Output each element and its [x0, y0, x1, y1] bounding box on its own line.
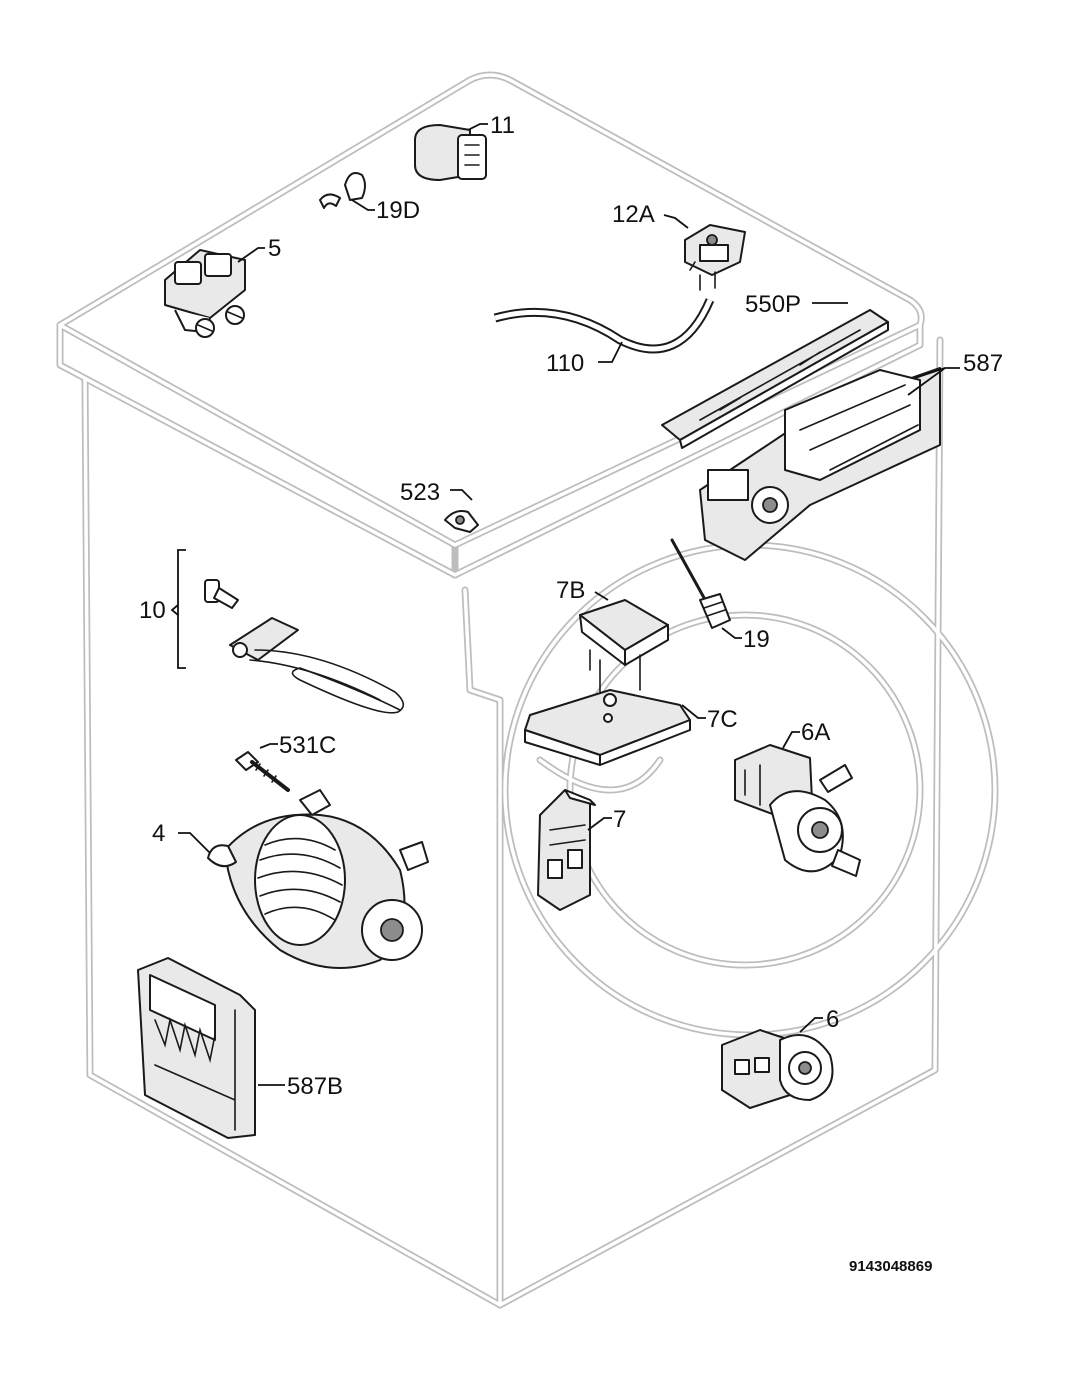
heater-element-part — [204, 579, 405, 714]
callout-19d: 19D — [376, 197, 420, 224]
callout-531c: 531C — [279, 732, 336, 759]
leader-line-531c — [259, 743, 278, 749]
leader-line-110 — [598, 341, 623, 363]
rod-part — [670, 538, 731, 629]
leader-line-587 — [907, 367, 960, 396]
callout-110: 110 — [546, 350, 584, 377]
callout-10: 10 — [139, 597, 166, 624]
screw-part — [235, 751, 290, 792]
callout-7: 7 — [613, 806, 626, 833]
hose-part-inner — [494, 299, 713, 352]
callout-523: 523 — [400, 479, 440, 506]
callout-11: 11 — [490, 112, 515, 139]
leader-line-19 — [721, 627, 742, 639]
callout-550p: 550P — [745, 291, 801, 318]
door-interlock-part — [537, 789, 596, 911]
callout-6: 6 — [826, 1006, 839, 1033]
callout-587: 587 — [963, 350, 1003, 377]
callout-12a: 12A — [612, 201, 655, 228]
drain-pump-part-6a — [734, 744, 861, 877]
leader-line-11 — [467, 123, 488, 131]
document-number: 9143048869 — [849, 1258, 932, 1275]
leader-line-5 — [237, 247, 265, 263]
leader-line-6 — [799, 1017, 823, 1033]
leader-line-19d — [351, 199, 375, 211]
control-module-part — [137, 957, 256, 1139]
callout-587b: 587B — [287, 1073, 343, 1100]
drain-pump-part-6 — [721, 1029, 834, 1109]
leader-line-4 — [178, 832, 211, 854]
inlet-valve-part — [164, 249, 246, 338]
leader-line-7c — [681, 704, 706, 719]
trim-strip-part — [661, 309, 889, 449]
small-clip-part — [444, 510, 479, 533]
leader-line-7b — [594, 591, 609, 601]
leader-line-12a — [663, 214, 689, 229]
bracket-10 — [170, 549, 186, 669]
callout-19: 19 — [743, 626, 770, 653]
clip-part — [319, 172, 366, 209]
door-lock-part-7b — [579, 599, 669, 701]
leader-line-6a — [782, 731, 800, 749]
capacitor-part — [414, 124, 487, 181]
control-board-part — [699, 367, 941, 561]
callout-7b: 7B — [556, 577, 585, 604]
callout-7c: 7C — [707, 706, 738, 733]
leader-line-523 — [450, 489, 473, 501]
lock-bracket-part-7c — [524, 689, 691, 766]
pressure-switch-part — [684, 224, 746, 291]
leader-line-7 — [587, 817, 612, 831]
callout-4: 4 — [152, 820, 165, 847]
motor-part — [207, 789, 429, 969]
callout-6a: 6A — [801, 719, 830, 746]
callout-5: 5 — [268, 235, 281, 262]
